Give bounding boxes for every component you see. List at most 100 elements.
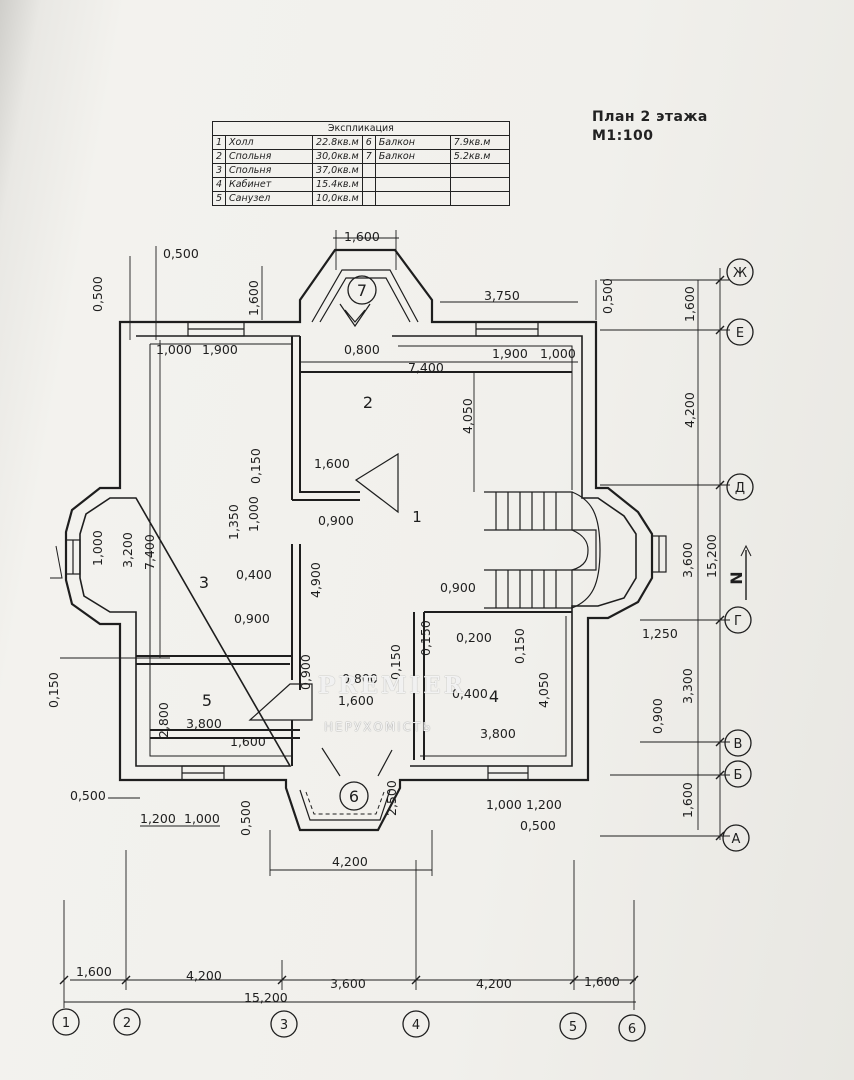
dim-label: 3,600	[680, 542, 695, 578]
dim-label: 1,200	[526, 797, 562, 812]
dim-label: 1,000	[246, 496, 261, 532]
dim-label: 1,600	[314, 456, 350, 471]
outer-wall	[64, 248, 654, 832]
triangle-2	[248, 683, 313, 721]
dim-label: 0,400	[452, 686, 488, 701]
dim-label: 0,200	[456, 630, 492, 645]
dim-label: 1,600	[338, 693, 374, 708]
dim-label: 0,150	[46, 672, 61, 708]
triangle-1	[354, 452, 399, 514]
dim-label: 1,600	[680, 782, 695, 818]
dim-label: 1,600	[584, 974, 620, 989]
dim-label: 1,600	[344, 229, 380, 244]
room-label: 3	[199, 573, 209, 592]
plan-title-line1: План 2 этажа	[592, 109, 708, 125]
dim-label: 1,600	[682, 286, 697, 322]
dim-label: 1,900	[202, 342, 238, 357]
dim-label: 1,600	[76, 964, 112, 979]
axis-label: 5	[569, 1020, 577, 1035]
balcony-6-outline	[299, 789, 391, 821]
dim-label: 1,000	[486, 797, 522, 812]
room-label: 2	[363, 393, 373, 412]
axis-label: 1	[62, 1016, 70, 1031]
axis-label: Б	[734, 768, 743, 783]
balcony-7-outline	[311, 269, 419, 323]
dim-label: 1,600	[246, 280, 261, 316]
dim-label: 1,350	[226, 504, 241, 540]
room-label: 4	[489, 687, 499, 706]
partition-walls	[136, 336, 572, 766]
dim-label: 3,800	[480, 726, 516, 741]
dim-label: 0,400	[236, 567, 272, 582]
dim-label: 0,900	[440, 580, 476, 595]
dim-label: 15,200	[244, 990, 288, 1005]
dim-label: 0,500	[520, 818, 556, 833]
dim-label: 1,000	[90, 530, 105, 566]
inner-wall-line	[149, 343, 573, 757]
axis-label: Е	[736, 326, 744, 341]
dim-label: 1,000	[540, 346, 576, 361]
dim-label: 0,500	[70, 788, 106, 803]
staircase	[484, 491, 601, 609]
axis-label: 3	[280, 1018, 288, 1033]
axis-label: Д	[735, 481, 745, 496]
dim-label: 2,800	[156, 702, 171, 738]
dim-label: 0,150	[248, 448, 263, 484]
room-label: 7	[357, 281, 367, 300]
axis-label: 2	[123, 1016, 131, 1031]
dim-label: 3,750	[484, 288, 520, 303]
axis-label: А	[732, 832, 741, 847]
dim-label: 1,000	[156, 342, 192, 357]
watermark-logo: PREMIER	[318, 672, 466, 699]
dimension-ticks	[59, 275, 725, 985]
dim-label: 15,200	[704, 534, 719, 578]
dim-label: 0,500	[238, 800, 253, 836]
axis-label: В	[734, 737, 743, 752]
dim-label: 3,300	[680, 668, 695, 704]
balcony-6-dashed	[305, 791, 385, 815]
dimension-lines	[60, 230, 730, 1010]
dim-label: 0,500	[90, 276, 105, 312]
window-marks	[65, 321, 667, 781]
room-label: 6	[349, 787, 359, 806]
dim-label: 1,900	[492, 346, 528, 361]
dim-label: 7,400	[142, 534, 157, 570]
dim-label: 0,500	[600, 278, 615, 314]
dim-label: 4,200	[186, 968, 222, 983]
dim-label: 3,800	[186, 716, 222, 731]
dim-label: 0,900	[298, 654, 313, 690]
dim-label: 1,000	[184, 811, 220, 826]
dim-label: 0,900	[234, 611, 270, 626]
room-label: 1	[412, 508, 422, 526]
dim-label: 1,250	[642, 626, 678, 641]
dim-label: 4,200	[476, 976, 512, 991]
north-arrow-head	[740, 544, 752, 557]
watermark-subtitle: НЕРУХОМІСТЬ	[324, 720, 433, 734]
dim-label: 7,400	[408, 360, 444, 375]
axis-label: Ж	[733, 266, 747, 281]
dim-label: 4,900	[308, 562, 323, 598]
dim-label: 0,800	[342, 671, 378, 686]
dim-label: 1,600	[230, 734, 266, 749]
door-marks	[321, 303, 393, 777]
plan-title: План 2 этажа М1:100	[592, 108, 708, 146]
axis-label: Г	[734, 614, 742, 629]
dim-label: 0,900	[318, 513, 354, 528]
dimension-labels: 0,500 1,600 3,750 1,000 1,900 0,800 7,40…	[46, 229, 719, 1005]
dim-label: 0,150	[418, 620, 433, 656]
dim-label: 4,200	[332, 854, 368, 869]
dim-label: 3,600	[330, 976, 366, 991]
dim-label: 0,150	[512, 628, 527, 664]
plan-scale: М1:100	[592, 128, 654, 144]
dim-label: 0,150	[388, 644, 403, 680]
dim-label: 1,200	[140, 811, 176, 826]
dim-label: 0,800	[344, 342, 380, 357]
dim-label: 3,200	[120, 532, 135, 568]
dim-label: 0,900	[650, 698, 665, 734]
